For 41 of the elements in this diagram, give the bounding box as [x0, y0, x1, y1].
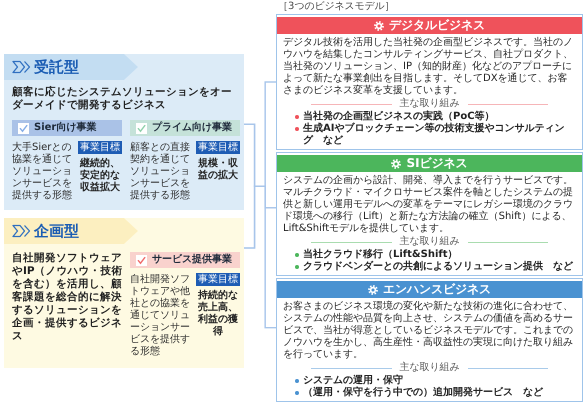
- bullet-text: 当社発の企画型ビジネスの実践（PoC等）: [303, 111, 495, 122]
- bullet-text: 生成AIやブロックチェーン等の技術支援やコンサルティング など: [303, 123, 566, 147]
- divider-label: 主な取り組み: [400, 362, 460, 374]
- group-heading: ［3つのビジネスモデル］: [278, 1, 394, 13]
- goal-text: 継続的、安定的な収益拡大: [78, 158, 121, 194]
- panel-title: 受託型: [34, 58, 79, 76]
- business-card: [276, 278, 583, 402]
- section-header-bar: [130, 120, 240, 136]
- panel-description: 自社開発ソフトウェアやIP（ノウハウ・技術を含む）を活用し、顧客課題を総合的に解決するソリューションを企画・提供するビジネス: [12, 252, 124, 343]
- goal-tag: 事業目標: [78, 141, 122, 154]
- goal-tag: 事業目標: [196, 273, 240, 286]
- section-title: プライム向け事業: [152, 122, 232, 134]
- divider-label: 主な取り組み: [400, 236, 460, 248]
- panel-title: 企画型: [34, 222, 79, 240]
- business-card: [276, 14, 583, 150]
- bullet-text: （運用・保守を行う中での）追加開発サービス など: [303, 387, 543, 399]
- card-description: お客さまのビジネス環境の変化や新たな技術の進化に合わせて、システムの性能や品質を向上させ、システムの価値を高めるサービスで、当社が得意としているビジネスモデルです。これまでのノウハウを生かし、高生産性・高収益性の実現に向けた取り組みを行っています。: [283, 301, 574, 361]
- panel-description: 顧客に応じたシステムソリューションをオーダーメイドで開発するビジネス: [12, 86, 233, 112]
- section-title: サービス提供事業: [152, 254, 232, 266]
- section-description: 自社開発ソフトウェアや他社との協業を通じてソリューションサービスを提供する形態: [130, 274, 191, 358]
- category-panel: [4, 54, 244, 210]
- bullet-text: クラウドベンダーとの共創によるソリューション提供 など: [303, 261, 573, 273]
- connector-line: [244, 185, 276, 328]
- bullet-text: 当社クラウド移行（Lift&Shift）: [303, 249, 458, 260]
- section-description: 大手Sierとの協業を通じてソリューションサービスを提供する形態: [12, 142, 73, 202]
- section-description: 顧客との直接契約を通じてソリューションサービスを提供する形態: [130, 142, 191, 202]
- divider-label: 主な取り組み: [400, 98, 460, 110]
- card-title: SIビジネス: [406, 156, 468, 171]
- category-panel: [4, 218, 244, 368]
- goal-tag: 事業目標: [196, 141, 240, 154]
- section-header-bar: [12, 120, 122, 136]
- card-description: システムの企画から設計、開発、導入までを行うサービスです。マルチクラウド・マイクロサービス案件を軸としたシステムの提供と新しい運用モデルへの変革をテーマにレガシー環境のクラウド環境への移行（Lift）と新たな方法論の確立（Shift）による、Lift&Shiftモデルを提供しています。: [283, 175, 574, 235]
- section-header-bar: [130, 252, 240, 268]
- card-title: エンハンスビジネス: [383, 282, 491, 297]
- card-title: デジタルビジネス: [389, 18, 485, 33]
- bullet-text: システムの運用・保守: [303, 375, 403, 386]
- card-description: デジタル技術を活用した当社発の企画型ビジネスです。当社のノウハウを結集したコンサルティングサービス、自社プロダクト、当社発のソリューション、IP（知的財産）化などのアプローチによって新たな事業創出を目指します。そしてDXを通じて、お客さまのビジネス変革を支援しています。: [283, 37, 574, 97]
- goal-text: 持続的な売上高、利益の獲得: [196, 290, 239, 338]
- section-title: Sier向け事業: [34, 122, 96, 134]
- goal-text: 規模・収益の拡大: [197, 158, 239, 182]
- business-card: [276, 152, 583, 276]
